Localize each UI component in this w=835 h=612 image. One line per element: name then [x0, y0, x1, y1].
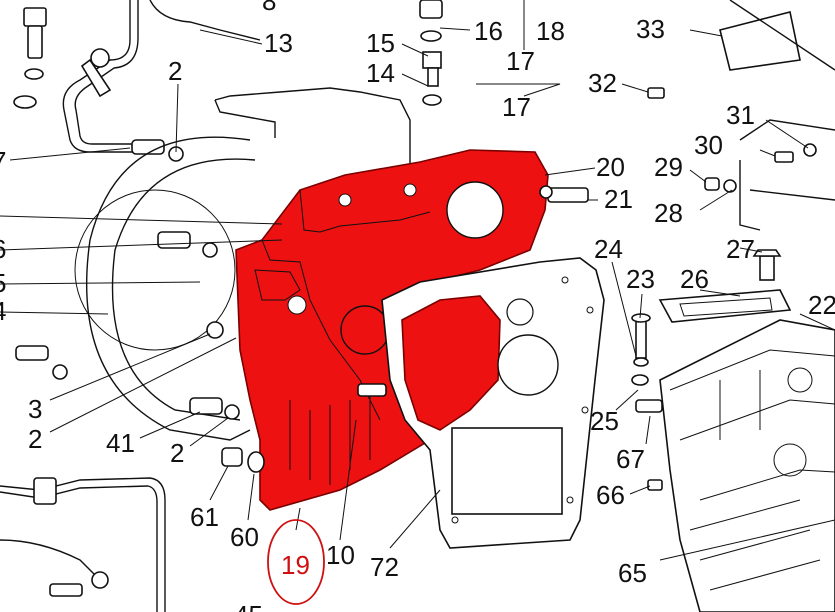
engine-block — [659, 319, 835, 612]
callout-28: 28 — [654, 198, 683, 228]
right-gaskets — [631, 249, 792, 491]
gasket-72 — [357, 257, 605, 549]
callout-2c: 2 — [170, 438, 184, 468]
callout-17: 17 — [506, 46, 535, 76]
callout-29: 29 — [654, 152, 683, 182]
callout-26: 26 — [680, 264, 709, 294]
callout-60: 60 — [230, 522, 259, 552]
leader-lines — [0, 0, 835, 561]
right-cover-parts — [539, 0, 835, 231]
callout-5: 5 — [0, 268, 6, 298]
callout-16: 16 — [474, 16, 503, 46]
callout-13: 13 — [264, 28, 293, 58]
callout-23: 23 — [626, 264, 655, 294]
bottom-left-fittings — [0, 345, 265, 612]
callout-41: 41 — [106, 428, 135, 458]
highlight-ring-19 — [267, 519, 325, 605]
callout-14: 14 — [366, 58, 395, 88]
callout-20: 20 — [596, 152, 625, 182]
callout-27: 27 — [726, 234, 755, 264]
callout-2a: 2 — [168, 56, 182, 86]
callout-2b: 2 — [28, 424, 42, 454]
callout-25: 25 — [590, 406, 619, 436]
callout-24: 24 — [594, 234, 623, 264]
flywheel-housing-shell — [74, 87, 411, 441]
callout-21: 21 — [604, 184, 633, 214]
callout-33: 33 — [636, 14, 665, 44]
callout-3: 3 — [28, 394, 42, 424]
callout-8: 8 — [262, 0, 276, 16]
callout-45: 45 — [234, 600, 263, 612]
callout-17b: 17 — [502, 92, 531, 122]
callout-4: 4 — [0, 296, 6, 326]
callout-10: 10 — [326, 540, 355, 570]
callout-6: 6 — [0, 234, 6, 264]
callout-32: 32 — [588, 68, 617, 98]
callout-66: 66 — [596, 480, 625, 510]
callout-30: 30 — [694, 130, 723, 160]
callout-61: 61 — [190, 502, 219, 532]
callout-72: 72 — [370, 552, 399, 582]
callout-65: 65 — [618, 558, 647, 588]
callout-19-highlighted: 19 — [281, 550, 310, 580]
callout-18: 18 — [536, 16, 565, 46]
callout-31: 31 — [726, 100, 755, 130]
callout-7: 7 — [0, 146, 6, 176]
top-fittings — [419, 0, 665, 106]
callout-15: 15 — [366, 28, 395, 58]
callout-22: 22 — [808, 290, 835, 320]
callout-67: 67 — [616, 444, 645, 474]
